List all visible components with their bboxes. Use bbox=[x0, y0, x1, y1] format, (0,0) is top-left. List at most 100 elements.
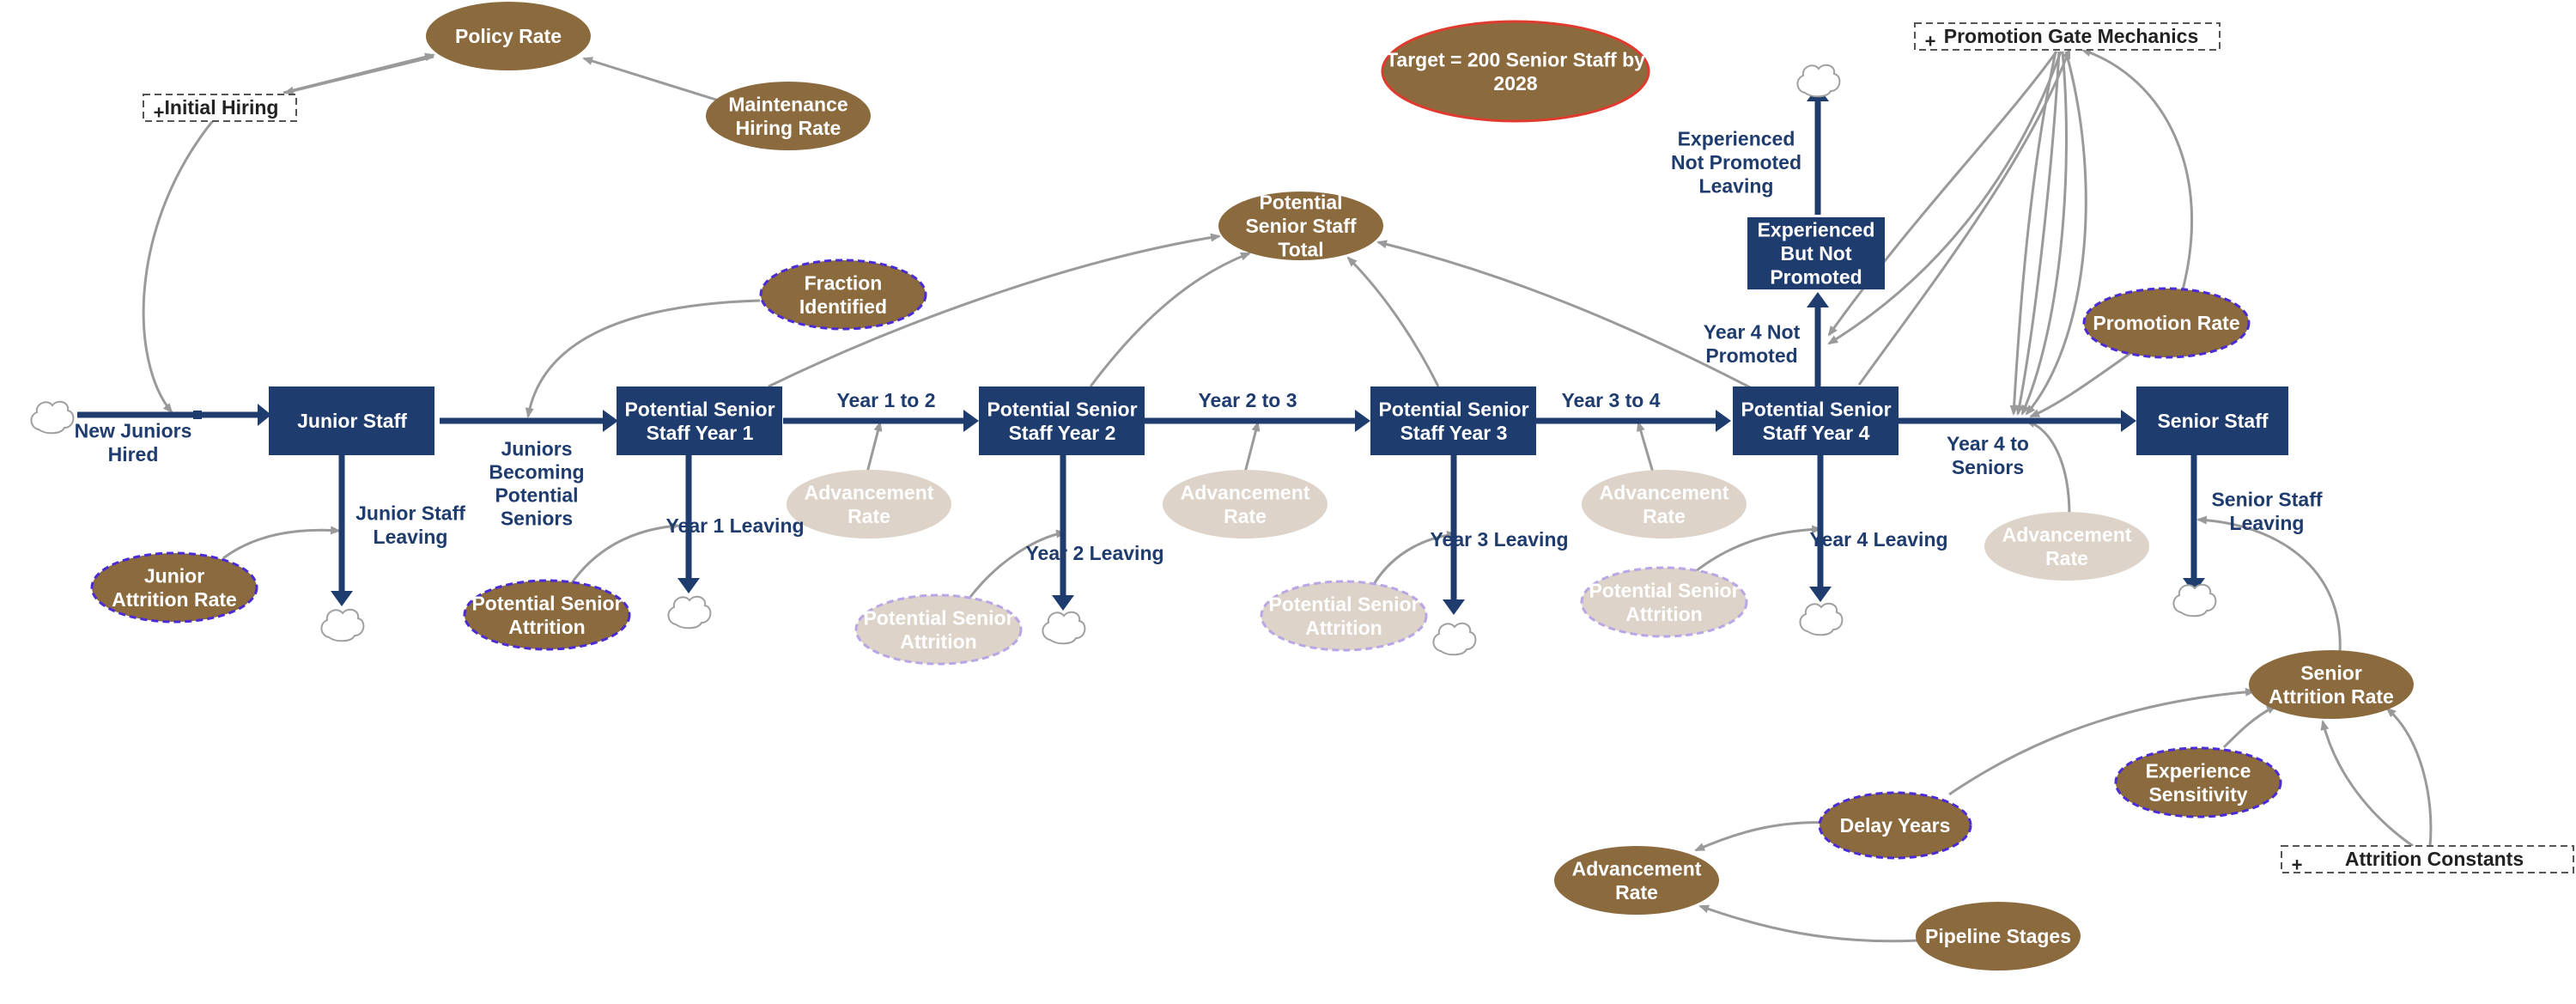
cloud-sink-exp-leaving-icon bbox=[1796, 64, 1841, 98]
flow-arrowheads bbox=[258, 86, 2205, 615]
stock-senior-staff[interactable] bbox=[2136, 386, 2288, 455]
link-psy1-to-total bbox=[768, 233, 1221, 388]
aux-pipeline-stages[interactable] bbox=[1916, 902, 2081, 971]
cloud-sink-y3-leaving-icon bbox=[1432, 622, 1477, 656]
stock-junior-staff[interactable] bbox=[269, 386, 434, 455]
cloud-sink-junior-leaving-icon bbox=[320, 608, 365, 642]
link-psa2-to-y2-leaving bbox=[969, 529, 1066, 598]
link-fraction-to-juniors-becoming bbox=[525, 299, 761, 418]
module-label-attrition-constants: Attrition Constants bbox=[2345, 848, 2524, 870]
link-psy4-to-total bbox=[1376, 240, 1753, 390]
stock-potential-senior-year-3[interactable] bbox=[1370, 386, 1536, 455]
link-promotion-rate-to-y4s bbox=[2029, 346, 2139, 418]
link-psa1-to-y1-leaving bbox=[569, 521, 680, 585]
stock-potential-senior-year-1[interactable] bbox=[617, 386, 782, 455]
aux-junior-attrition-rate[interactable] bbox=[90, 551, 258, 624]
flow-label-y2-leaving: Year 2 Leaving bbox=[1025, 542, 1163, 564]
flow-head-new-juniors bbox=[258, 404, 271, 426]
flow-head-y4s bbox=[2121, 410, 2136, 432]
flow-head-y1-leaving bbox=[677, 578, 700, 593]
aux-senior-attrition-rate[interactable] bbox=[2249, 650, 2414, 719]
stock-potential-senior-year-4[interactable] bbox=[1733, 386, 1899, 455]
aux-promotion-rate[interactable] bbox=[2082, 287, 2251, 359]
module-plus-promotion-gate-icon: + bbox=[1925, 31, 1936, 52]
aux-advancement-rate-4[interactable] bbox=[1984, 512, 2149, 581]
aux-potential-senior-attrition-4[interactable] bbox=[1580, 566, 1748, 638]
module-initial-hiring[interactable] bbox=[143, 94, 297, 122]
link-attr-const-to-senior-attr-2 bbox=[2385, 707, 2433, 847]
aux-potential-senior-attrition-2[interactable] bbox=[854, 593, 1023, 666]
cloud-sink-y1-leaving-icon bbox=[667, 595, 712, 630]
module-attrition-constants[interactable] bbox=[2281, 845, 2574, 873]
flow-head-y3-leaving bbox=[1443, 599, 1465, 615]
aux-maintenance-hiring-rate[interactable] bbox=[706, 82, 871, 150]
flow-head-y4np bbox=[1807, 292, 1829, 307]
aux-policy-rate[interactable] bbox=[426, 2, 591, 70]
aux-potential-senior-attrition-3[interactable] bbox=[1260, 580, 1428, 652]
link-psy2-to-total bbox=[1089, 252, 1251, 387]
cloud-sink-y2-leaving-icon bbox=[1042, 611, 1086, 645]
aux-label-pipeline: Pipeline Stages bbox=[1925, 925, 2071, 947]
aux-label-promotion-rate: Promotion Rate bbox=[2093, 312, 2239, 334]
aux-advancement-rate-3[interactable] bbox=[1582, 470, 1747, 539]
link-psy3-to-total bbox=[1346, 256, 1440, 387]
stock-label-senior: Senior Staff bbox=[2157, 410, 2268, 432]
link-gate-to-exp-2 bbox=[1827, 51, 2063, 345]
module-label-initial-hiring: Initial Hiring bbox=[165, 96, 279, 119]
aux-delay-years[interactable] bbox=[1818, 791, 1972, 860]
link-psa4-to-y4-leaving bbox=[1695, 525, 1822, 573]
aux-potential-senior-total[interactable] bbox=[1218, 192, 1383, 260]
aux-advancement-rate-main[interactable] bbox=[1554, 846, 1719, 915]
aux-target[interactable] bbox=[1381, 20, 1650, 123]
link-gate-to-y4s-3 bbox=[2025, 51, 2087, 416]
flow-head-junior-leaving bbox=[331, 591, 353, 606]
aux-potential-senior-attrition-1[interactable] bbox=[463, 579, 631, 651]
flow-head-y4-leaving bbox=[1809, 587, 1832, 602]
flow-pipes bbox=[77, 99, 2197, 601]
cloud-sink-senior-leaving-icon bbox=[2172, 583, 2217, 618]
auxiliaries bbox=[90, 2, 2414, 971]
module-label-promotion-gate: Promotion Gate Mechanics bbox=[1944, 25, 2199, 47]
flow-head-senior-leaving bbox=[2183, 578, 2205, 593]
aux-fraction-identified[interactable] bbox=[759, 259, 927, 331]
link-gate-to-y4s-4 bbox=[2009, 51, 2057, 416]
stock-experienced-not-promoted[interactable] bbox=[1747, 217, 1885, 289]
flow-head-y23 bbox=[1355, 410, 1370, 432]
flow-label-y12: Year 1 to 2 bbox=[836, 389, 935, 411]
module-promotion-gate[interactable] bbox=[1914, 22, 2221, 51]
cloud-source-new-juniors-icon bbox=[30, 400, 75, 435]
modules bbox=[143, 22, 2574, 873]
aux-advancement-rate-2[interactable] bbox=[1163, 470, 1327, 539]
flow-label-y23: Year 2 to 3 bbox=[1198, 389, 1297, 411]
link-pipeline-to-adv-main bbox=[1698, 904, 1920, 943]
link-maintenance-to-policy bbox=[582, 57, 722, 103]
stock-potential-senior-year-2[interactable] bbox=[979, 386, 1145, 455]
link-adv4-to-y4s bbox=[2025, 419, 2071, 516]
aux-experience-sensitivity[interactable] bbox=[2114, 746, 2282, 818]
aux-advancement-rate-1[interactable] bbox=[787, 470, 951, 539]
valve-new-juniors bbox=[193, 411, 202, 419]
